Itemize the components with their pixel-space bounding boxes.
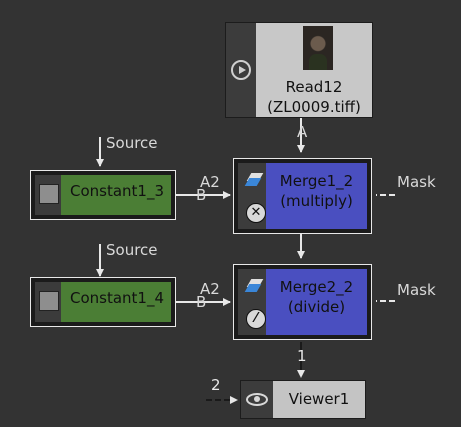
viewer-node-side bbox=[241, 381, 273, 418]
constant-node-label: Constant1_3 bbox=[69, 182, 165, 200]
input-a2-label-1: A2 bbox=[200, 173, 220, 191]
constant-node-1[interactable]: Constant1_3 bbox=[30, 170, 176, 220]
play-circle-icon[interactable] bbox=[231, 60, 251, 80]
multiply-circle-icon: ✕ bbox=[246, 203, 266, 223]
divide-circle-icon: ⁄ bbox=[246, 309, 266, 329]
merge-node-1[interactable]: ✕ Merge1_2 (multiply) bbox=[233, 158, 372, 234]
merge-node-label: Merge2_2 (divide) bbox=[266, 277, 367, 317]
merge-node-side: ⁄ bbox=[238, 269, 266, 335]
input-b-label-2: B bbox=[196, 293, 207, 311]
merge-node-name: Merge1_2 bbox=[279, 172, 354, 190]
viewer-node[interactable]: Viewer1 bbox=[240, 380, 366, 419]
read-node-file: (ZL0009.tiff) bbox=[267, 98, 361, 116]
merge-node-side: ✕ bbox=[238, 163, 266, 229]
read-node-side bbox=[226, 23, 256, 117]
merge-node-operation: (multiply) bbox=[280, 192, 353, 210]
merge-node-2[interactable]: ⁄ Merge2_2 (divide) bbox=[233, 264, 372, 340]
read-node-name: Read12 bbox=[285, 78, 343, 96]
viewer-node-label: Viewer1 bbox=[288, 390, 350, 408]
color-swatch-icon bbox=[39, 291, 59, 311]
read-input-label: A bbox=[297, 123, 308, 141]
viewer-input-label-1: 1 bbox=[297, 347, 307, 365]
merge-node-body bbox=[266, 163, 367, 229]
color-swatch-icon bbox=[39, 184, 59, 204]
viewer-input-label-2: 2 bbox=[211, 376, 221, 394]
input-a2-label-2: A2 bbox=[200, 280, 220, 298]
merge-layers-icon bbox=[247, 173, 265, 187]
merge-node-label: Merge1_2 (multiply) bbox=[266, 171, 367, 211]
eye-icon bbox=[246, 393, 268, 406]
constant-node-2[interactable]: Constant1_4 bbox=[30, 277, 176, 327]
read-node-label: Read12 (ZL0009.tiff) bbox=[256, 77, 372, 117]
constant-node-body bbox=[61, 175, 171, 215]
merge-node-name: Merge2_2 bbox=[279, 278, 354, 296]
merge-node-operation: (divide) bbox=[287, 298, 346, 316]
read-node[interactable]: Read12 (ZL0009.tiff) bbox=[225, 22, 373, 118]
constant-node-label: Constant1_4 bbox=[69, 289, 165, 307]
merge-layers-icon bbox=[247, 279, 265, 293]
input-b-label-1: B bbox=[196, 186, 207, 204]
source-label-2: Source bbox=[106, 241, 158, 259]
mask-label-2: Mask bbox=[397, 281, 436, 299]
read-thumbnail bbox=[303, 26, 333, 70]
merge-node-body bbox=[266, 269, 367, 335]
constant-node-body bbox=[61, 282, 171, 322]
mask-label-1: Mask bbox=[397, 173, 436, 191]
source-label-1: Source bbox=[106, 134, 158, 152]
